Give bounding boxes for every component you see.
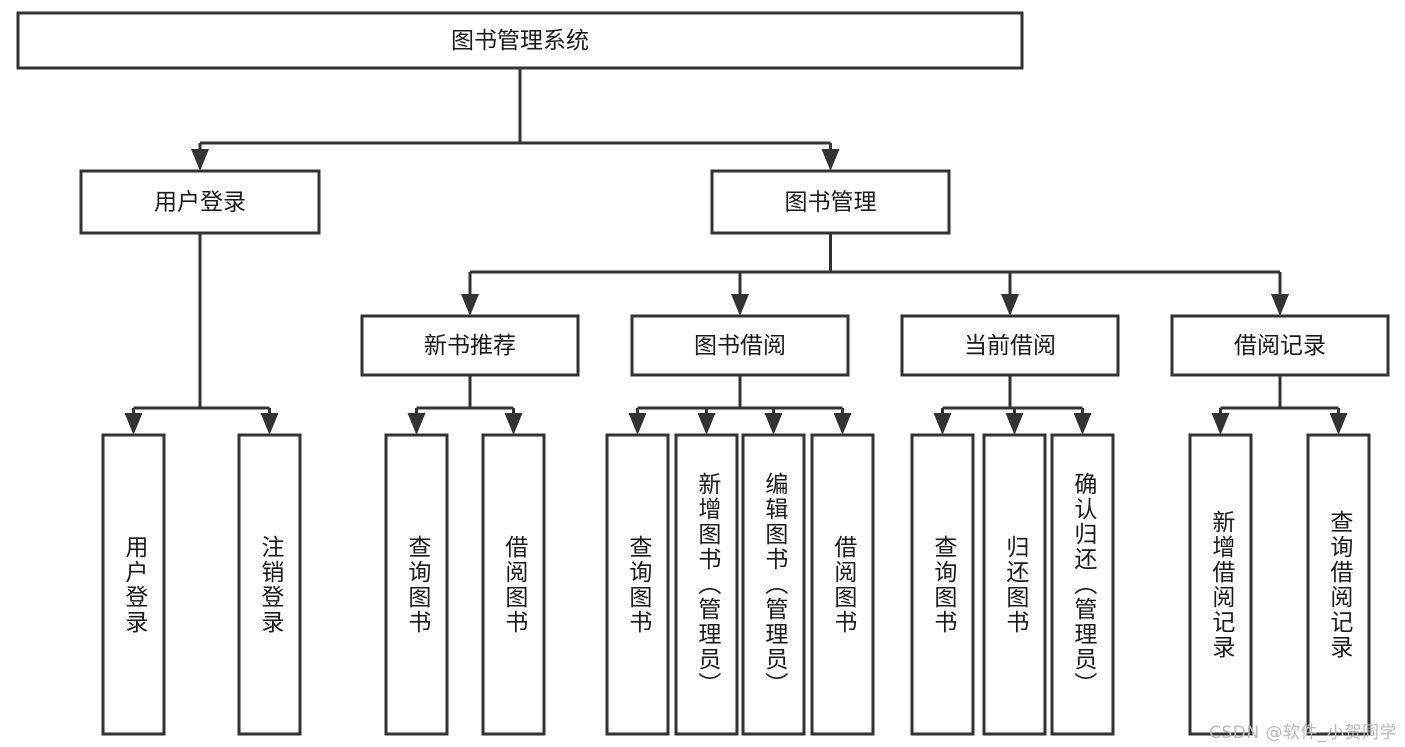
- node-box-layer: [16, 11, 1390, 736]
- node-level3-box-3[interactable]: [1170, 314, 1390, 377]
- node-leaf-box-3[interactable]: [481, 433, 546, 736]
- csdn-watermark: CSDN @软件_小贺同学: [1209, 723, 1397, 743]
- node-leaf-box-12[interactable]: [1306, 433, 1371, 736]
- node-root-label: 图书管理系统: [451, 28, 589, 54]
- node-level3-label-3: 借阅记录: [1234, 333, 1326, 359]
- node-leaf-box-8[interactable]: [910, 433, 975, 736]
- node-level3-label-2: 当前借阅: [964, 333, 1056, 359]
- node-level2-box-1[interactable]: [710, 169, 951, 235]
- node-leaf-box-1[interactable]: [237, 433, 302, 736]
- node-level2-box-0[interactable]: [79, 169, 321, 235]
- node-leaf-box-10[interactable]: [1050, 433, 1115, 736]
- node-level3-label-0: 新书推荐: [424, 333, 516, 359]
- node-level3-box-2[interactable]: [900, 314, 1120, 377]
- node-leaf-box-7[interactable]: [810, 433, 875, 736]
- node-leaf-box-0[interactable]: [101, 433, 166, 736]
- node-leaf-box-4[interactable]: [605, 433, 670, 736]
- node-leaf-box-11[interactable]: [1188, 433, 1253, 736]
- node-leaf-box-5[interactable]: [674, 433, 739, 736]
- node-level3-box-1[interactable]: [630, 314, 850, 377]
- node-level2-label-1: 图书管理: [785, 190, 877, 216]
- node-level3-label-1: 图书借阅: [694, 333, 786, 359]
- node-root-box[interactable]: [16, 11, 1024, 70]
- node-leaf-box-9[interactable]: [982, 433, 1047, 736]
- connector-layer: [124, 68, 1348, 435]
- node-level2-label-0: 用户登录: [154, 190, 246, 216]
- node-leaf-box-2[interactable]: [384, 433, 449, 736]
- node-leaf-box-6[interactable]: [741, 433, 806, 736]
- node-level3-box-0[interactable]: [360, 314, 580, 377]
